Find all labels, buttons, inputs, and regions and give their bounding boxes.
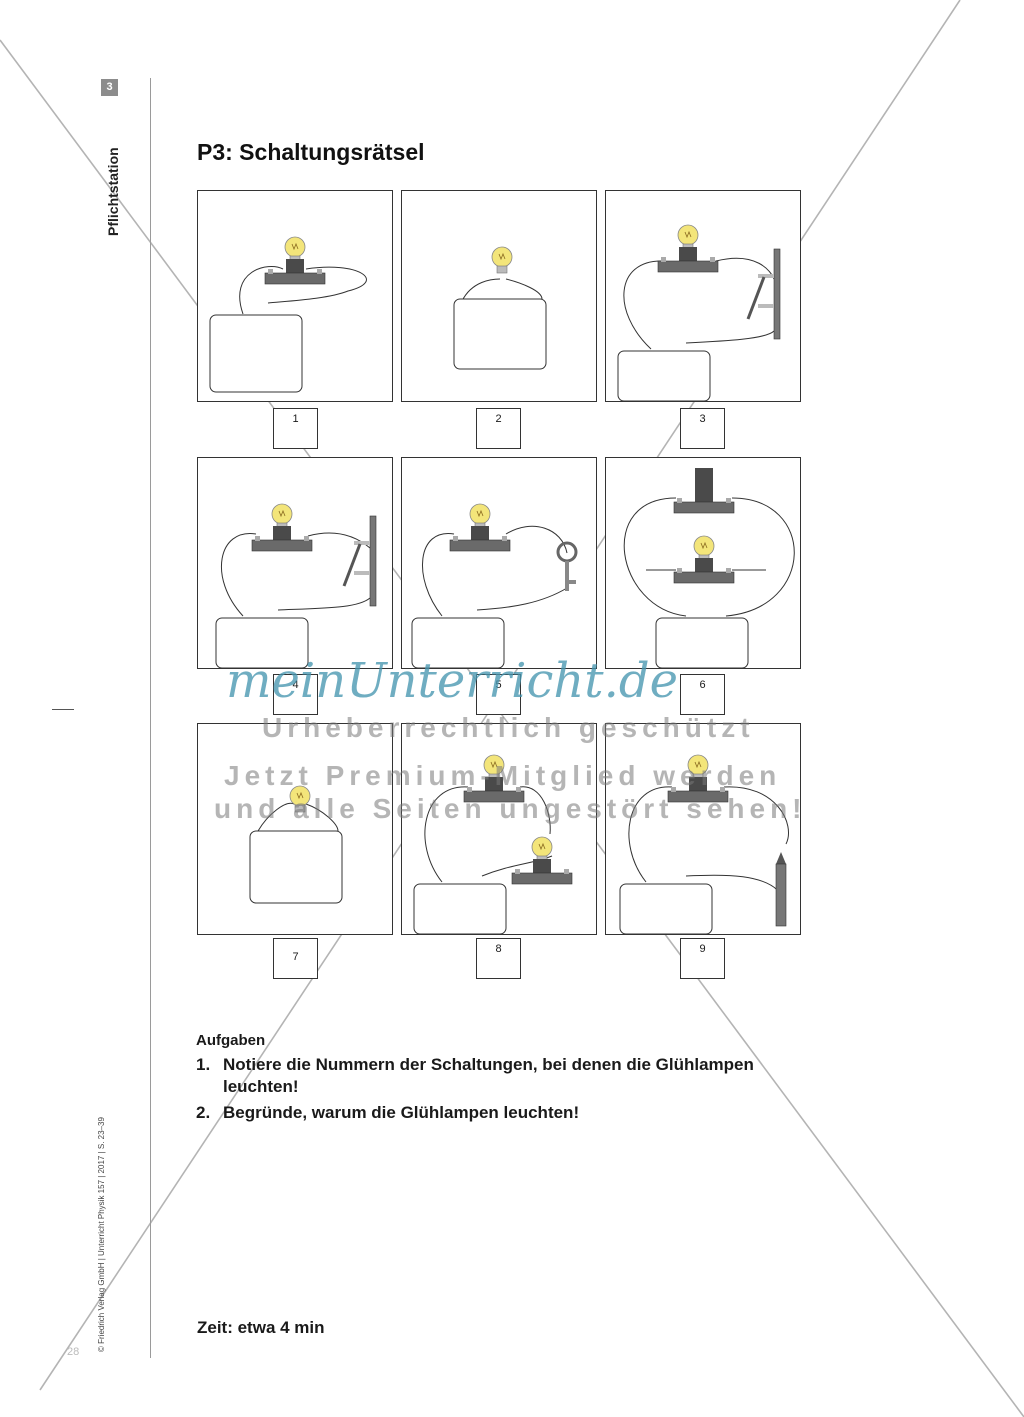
answer-box-7[interactable]: 7 — [273, 938, 318, 979]
battery-icon — [209, 314, 303, 393]
task-text-continued: leuchten! — [223, 1077, 299, 1096]
answer-box-9[interactable]: 9 — [680, 938, 725, 979]
margin-rule — [150, 78, 151, 1358]
time-note: Zeit: etwa 4 min — [197, 1318, 325, 1337]
station-label: Pflichtstation — [105, 147, 121, 236]
lamp-socket-icon — [463, 754, 525, 803]
key-icon — [556, 541, 578, 591]
answer-box-8[interactable]: 8 — [476, 938, 521, 979]
answer-box-6[interactable]: 6 — [680, 674, 725, 715]
circuit-drawing — [209, 236, 367, 393]
page-title: P3: Schaltungsrätsel — [197, 139, 425, 165]
circuit-panel-5 — [401, 457, 597, 669]
circuit-drawing — [617, 224, 781, 402]
task-text: Notiere die Nummern der Schaltungen, bei… — [223, 1055, 754, 1074]
lamp-socket-icon — [251, 503, 313, 552]
lamp-socket-icon — [673, 535, 735, 584]
margin-tick — [52, 709, 74, 710]
battery-icon — [453, 298, 547, 370]
circuit-panel-8 — [401, 723, 597, 935]
bulb-icon — [491, 246, 513, 274]
nail-board-icon — [342, 515, 377, 607]
lamp-socket-icon — [673, 468, 735, 514]
task-number: 1. — [196, 1055, 211, 1074]
pencil-icon — [775, 852, 787, 927]
circuit-panel-4 — [197, 457, 393, 669]
nail-board-icon — [746, 248, 781, 340]
answer-box-4[interactable]: 4 — [273, 674, 318, 715]
lamp-socket-icon — [667, 754, 729, 803]
copyright-notice: © Friedrich Verlag GmbH | Unterricht Phy… — [97, 1117, 106, 1352]
answer-box-3[interactable]: 3 — [680, 408, 725, 449]
lamp-socket-icon — [449, 503, 511, 552]
watermark-logo: meinUnterricht.de — [226, 653, 678, 709]
battery-icon — [411, 617, 505, 669]
watermark-line-3: und alle Seiten ungestört sehen! — [214, 793, 807, 824]
bulb-icon — [289, 785, 311, 813]
task-number: 2. — [196, 1103, 211, 1122]
answer-box-5[interactable]: 5 — [476, 674, 521, 715]
battery-icon — [215, 617, 309, 669]
circuit-panel-3 — [605, 190, 801, 402]
battery-icon — [619, 883, 713, 935]
circuit-drawing — [623, 468, 795, 669]
circuit-drawing — [215, 503, 377, 669]
lamp-socket-icon — [657, 224, 719, 273]
battery-icon — [617, 350, 711, 402]
lamp-socket-icon — [264, 236, 326, 285]
chapter-badge: 3 — [101, 79, 118, 96]
tasks-heading: Aufgaben — [196, 1032, 266, 1049]
circuit-panel-7 — [197, 723, 393, 935]
watermark-line-1: Urheberrechtlich geschützt — [262, 712, 755, 743]
circuit-panel-1 — [197, 190, 393, 402]
circuit-panel-6 — [605, 457, 801, 669]
circuit-drawing — [619, 754, 789, 935]
lamp-socket-icon — [511, 836, 573, 885]
page-number: 28 — [67, 1346, 80, 1358]
task-text: Begründe, warum die Glühlampen leuchten! — [223, 1103, 580, 1122]
battery-icon — [655, 617, 749, 669]
circuit-drawing — [411, 503, 578, 669]
task-2: 2. Begründe, warum die Glühlampen leuchte… — [196, 1102, 579, 1124]
battery-icon — [249, 830, 343, 904]
battery-icon — [413, 883, 507, 935]
circuit-panel-2 — [401, 190, 597, 402]
circuit-drawing — [249, 785, 343, 904]
circuit-panel-9 — [605, 723, 801, 935]
task-1: 1. Notiere die Nummern der Schaltungen, b… — [196, 1054, 754, 1098]
circuit-drawing — [413, 754, 573, 935]
answer-box-2[interactable]: 2 — [476, 408, 521, 449]
watermark-line-2: Jetzt Premium-Mitglied werden — [224, 760, 782, 791]
answer-box-1[interactable]: 1 — [273, 408, 318, 449]
circuit-drawing — [453, 246, 547, 370]
